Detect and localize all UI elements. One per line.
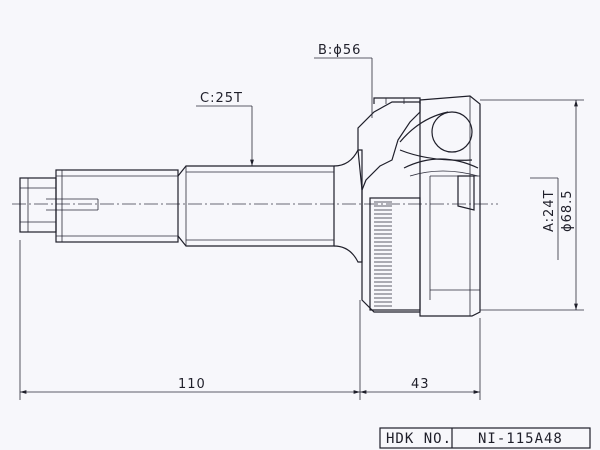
abs-tone-ring	[369, 197, 421, 311]
outer-race-housing	[357, 95, 481, 317]
label-c: C:25T	[200, 91, 243, 106]
label-b: B:ϕ56	[318, 43, 361, 58]
dimension-a: A:24T ϕ68.5	[480, 99, 584, 311]
dimension-b: B:ϕ56	[314, 43, 373, 118]
dim-110: 110	[178, 377, 206, 392]
dimension-length: 110 43	[19, 240, 481, 400]
label-a: A:24T	[542, 189, 557, 232]
title-block-label: HDK NO.	[386, 431, 452, 447]
label-phi: ϕ68.5	[560, 189, 575, 232]
dim-43: 43	[411, 377, 430, 392]
part-number: NI-115A48	[478, 431, 563, 447]
shaft	[19, 149, 363, 263]
title-block: HDK NO. NI-115A48	[379, 427, 591, 449]
dimension-c: C:25T	[196, 91, 254, 166]
